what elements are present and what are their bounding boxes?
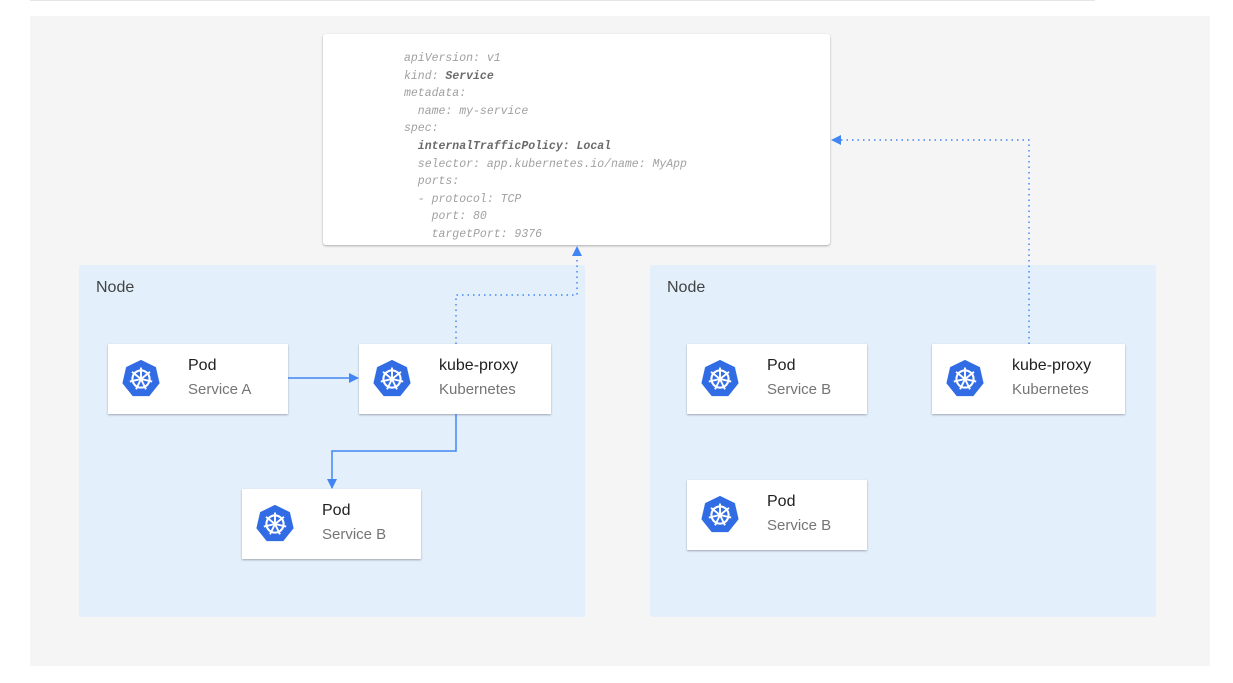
kubernetes-icon [122,359,160,397]
yaml-key: spec: [404,122,439,136]
yaml-line: ports: [404,175,459,188]
card-title: Pod [322,502,351,519]
yaml-key: apiVersion: [404,52,487,65]
yaml-value: Local [576,139,612,153]
kube-proxy-card-left: kube-proxy Kubernetes [359,344,551,414]
card-subtitle: Kubernetes [1012,381,1089,398]
yaml-value: TCP [500,192,522,206]
yaml-line: apiVersion: v1 [404,52,501,65]
node-label: Node [667,279,706,296]
yaml-line: - protocol: TCP [404,192,522,206]
yaml-value: 9376 [514,227,543,241]
yaml-key: selector: [404,157,487,171]
yaml-key: kind: [404,69,446,83]
kubernetes-icon [373,359,411,397]
card-subtitle: Kubernetes [439,381,516,398]
divider [30,0,1095,1]
kube-proxy-card-right: kube-proxy Kubernetes [932,344,1125,414]
yaml-line: selector: app.kubernetes.io/name: MyApp [404,158,687,171]
pod-service-b-card-right-1: Pod Service B [687,344,867,414]
kubernetes-icon [701,359,739,397]
yaml-key: targetPort: [404,227,515,241]
pod-service-b-card-left: Pod Service B [242,489,421,559]
yaml-code: apiVersion: v1 kind: Service metadata: n… [404,50,687,244]
yaml-line: targetPort: 9376 [404,228,542,241]
yaml-key: name: [404,104,460,118]
yaml-value: 80 [473,210,487,224]
yaml-key: internalTrafficPolicy: [404,139,577,153]
card-title: kube-proxy [439,357,519,374]
pod-service-b-card-right-2: Pod Service B [687,480,867,550]
yaml-key: port: [404,210,474,224]
yaml-value: app.kubernetes.io/name: MyApp [486,157,687,171]
card-title: Pod [767,357,796,374]
yaml-line: kind: Service [404,70,494,83]
node-label: Node [96,279,135,296]
node-right: Node [650,265,1156,617]
service-yaml-panel: apiVersion: v1 kind: Service metadata: n… [323,34,830,245]
card-title: Pod [767,493,796,510]
kubernetes-icon [946,359,984,397]
yaml-line: port: 80 [404,210,487,223]
yaml-value: my-service [459,104,529,118]
yaml-key: ports: [404,175,460,189]
yaml-key: - protocol: [404,192,501,206]
yaml-line: internalTrafficPolicy: Local [404,140,611,153]
kubernetes-icon [701,495,739,533]
yaml-key: metadata: [404,87,467,101]
yaml-line: metadata: [404,87,466,100]
card-subtitle: Service B [767,517,832,534]
yaml-line: spec: [404,122,439,135]
card-subtitle: Service B [767,381,832,398]
card-subtitle: Service B [322,526,387,543]
card-title: Pod [188,357,217,374]
yaml-value: Service [445,69,494,83]
card-title: kube-proxy [1012,357,1092,374]
card-subtitle: Service A [188,381,252,398]
node-left: Node [79,265,585,617]
yaml-value: v1 [486,52,501,65]
kubernetes-icon [256,504,294,542]
pod-service-a-card: Pod Service A [108,344,288,414]
yaml-line: name: my-service [404,105,528,118]
